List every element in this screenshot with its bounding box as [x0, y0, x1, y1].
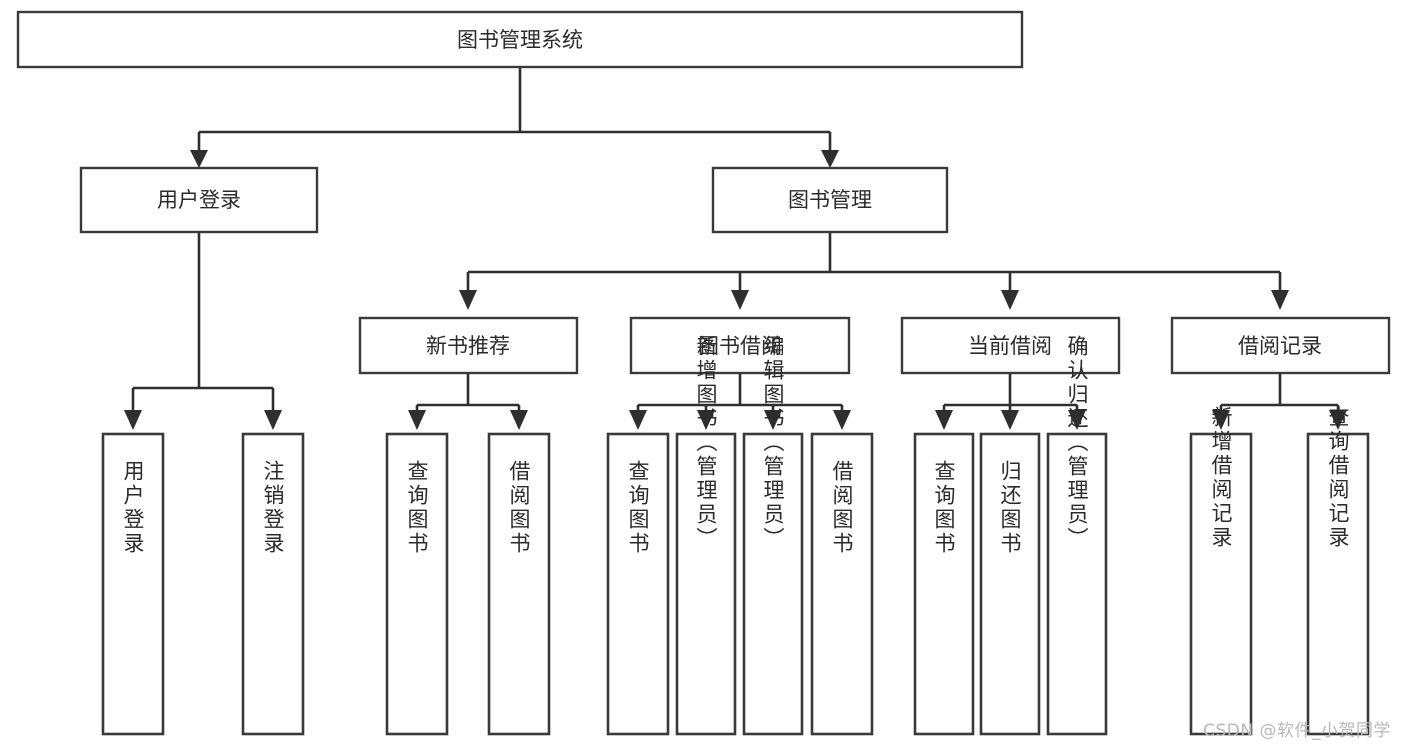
leaf-borrow-record-add[interactable]: 新增借阅记录 — [1189, 406, 1253, 736]
leaf-book-borrow-edit-box[interactable] — [742, 432, 804, 736]
node-borrow-record-label: 借阅记录 — [1238, 334, 1322, 358]
arrowhead-nb-borrow-book — [510, 410, 528, 430]
leaf-current-borrow-query-label: 查询图书 — [932, 460, 956, 556]
node-current-borrow-label: 当前借阅 — [968, 334, 1052, 358]
leaf-book-borrow-add-label: 新增图书（管理员） — [694, 335, 718, 551]
arrowhead-br-query-record — [1329, 410, 1347, 430]
leaf-current-borrow-confirm-box[interactable] — [1046, 432, 1108, 736]
connector-group-user-login — [124, 232, 282, 430]
arrowhead-leaf-user-login — [124, 410, 142, 430]
leaf-borrow-record-query-box[interactable] — [1306, 432, 1370, 736]
node-book-management-label: 图书管理 — [788, 188, 872, 212]
node-user-login[interactable]: 用户登录 — [79, 166, 319, 234]
connector-group-book-borrow — [629, 373, 851, 430]
leaf-book-borrow-query-label: 查询图书 — [626, 460, 650, 556]
arrowhead-leaf-logout — [264, 410, 282, 430]
leaf-current-borrow-confirm[interactable]: 确认归还（管理员） — [1046, 335, 1108, 736]
arrowhead-cb-return-book — [1001, 410, 1019, 430]
node-root-system[interactable]: 图书管理系统 — [16, 10, 1024, 69]
connector-group-root — [190, 67, 839, 168]
arrowhead-borrow-record — [1271, 290, 1289, 310]
arrowhead-book-mgmt — [821, 150, 839, 168]
arrowhead-user-login — [190, 150, 208, 168]
leaf-current-borrow-return-box[interactable] — [979, 432, 1041, 736]
node-root-system-box[interactable] — [16, 10, 1024, 69]
arrowhead-cb-confirm-return — [1068, 410, 1086, 430]
leaf-current-borrow-return[interactable]: 归还图书 — [979, 432, 1041, 736]
arrowhead-nb-query-book — [408, 410, 426, 430]
connector-group-new-book — [408, 373, 528, 430]
arrowhead-bb-add-book — [697, 410, 715, 430]
node-current-borrow-box[interactable] — [900, 316, 1121, 375]
arrowhead-book-borrow — [731, 290, 749, 310]
arrowhead-current-borrow — [1001, 290, 1019, 310]
leaf-book-borrow-edit-label: 编辑图书（管理员） — [761, 335, 785, 551]
leaf-current-borrow-query-box[interactable] — [913, 432, 975, 736]
node-current-borrow[interactable]: 当前借阅 — [900, 316, 1121, 375]
leaf-borrow-record-add-label: 新增借阅记录 — [1209, 406, 1233, 550]
node-borrow-record[interactable]: 借阅记录 — [1170, 316, 1391, 375]
node-book-management-box[interactable] — [711, 166, 949, 234]
leaf-current-borrow-confirm-label: 确认归还（管理员） — [1065, 335, 1089, 551]
leaf-book-borrow-query-box[interactable] — [606, 432, 670, 736]
leaf-new-book-borrow-box[interactable] — [487, 432, 551, 736]
leaf-new-book-borrow[interactable]: 借阅图书 — [487, 432, 551, 736]
leaf-user-login-signout-box[interactable] — [241, 432, 305, 736]
leaf-user-login-signout[interactable]: 注销登录 — [241, 432, 305, 736]
leaf-current-borrow-return-label: 归还图书 — [998, 460, 1022, 556]
node-new-book-recommend-box[interactable] — [358, 316, 579, 375]
node-root-system-label: 图书管理系统 — [457, 28, 583, 52]
node-user-login-label: 用户登录 — [157, 188, 241, 212]
leaf-book-borrow-borrow-label: 借阅图书 — [830, 460, 854, 556]
connector-group-borrow-record — [1212, 373, 1347, 430]
leaf-current-borrow-query[interactable]: 查询图书 — [913, 432, 975, 736]
leaf-new-book-query-box[interactable] — [385, 432, 449, 736]
arrowhead-bb-query-book — [629, 410, 647, 430]
leaf-book-borrow-borrow[interactable]: 借阅图书 — [810, 432, 874, 736]
node-book-borrow-box[interactable] — [629, 316, 851, 375]
node-user-login-box[interactable] — [79, 166, 319, 234]
node-borrow-record-box[interactable] — [1170, 316, 1391, 375]
arrowhead-cb-query-book — [935, 410, 953, 430]
node-new-book-recommend-label: 新书推荐 — [426, 334, 510, 358]
leaf-new-book-query[interactable]: 查询图书 — [385, 432, 449, 736]
leaf-user-login-signin[interactable]: 用户登录 — [101, 432, 165, 736]
node-book-borrow[interactable]: 图书借阅 — [629, 316, 851, 375]
arrowhead-bb-borrow-book — [833, 410, 851, 430]
arrowhead-bb-edit-book — [764, 410, 782, 430]
arrowhead-br-add-record — [1212, 410, 1230, 430]
arrowhead-new-book-recommend — [459, 290, 477, 310]
leaf-new-book-query-label: 查询图书 — [405, 460, 429, 556]
leaf-book-borrow-query[interactable]: 查询图书 — [606, 432, 670, 736]
connector-group-book-mgmt — [459, 232, 1289, 310]
leaf-user-login-signout-label: 注销登录 — [261, 460, 285, 556]
leaf-book-borrow-add[interactable]: 新增图书（管理员） — [675, 335, 737, 736]
leaf-borrow-record-query[interactable]: 查询借阅记录 — [1306, 406, 1370, 736]
leaf-user-login-signin-box[interactable] — [101, 432, 165, 736]
node-book-borrow-label: 图书借阅 — [698, 334, 782, 358]
node-book-management[interactable]: 图书管理 — [711, 166, 949, 234]
leaf-book-borrow-add-box[interactable] — [675, 432, 737, 736]
leaf-new-book-borrow-label: 借阅图书 — [507, 460, 531, 556]
connector-group-current-borrow — [935, 373, 1086, 430]
leaf-user-login-signin-label: 用户登录 — [121, 460, 145, 556]
leaf-book-borrow-borrow-box[interactable] — [810, 432, 874, 736]
leaf-borrow-record-query-label: 查询借阅记录 — [1326, 406, 1350, 550]
leaf-book-borrow-edit[interactable]: 编辑图书（管理员） — [742, 335, 804, 736]
node-new-book-recommend[interactable]: 新书推荐 — [358, 316, 579, 375]
leaf-borrow-record-add-box[interactable] — [1189, 432, 1253, 736]
